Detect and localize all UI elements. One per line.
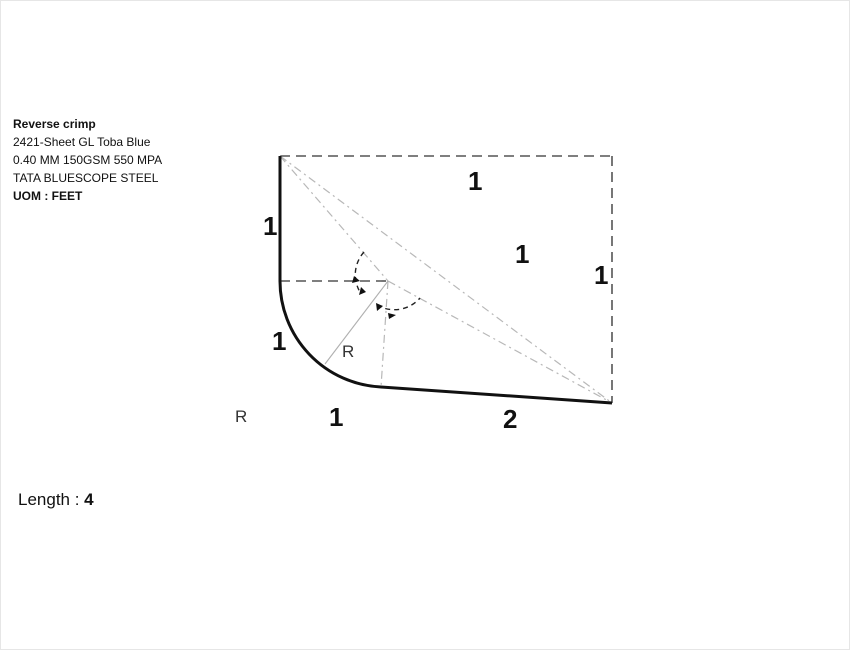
center-to-arc-end-line — [380, 280, 389, 388]
unit-of-measure: UOM : FEET — [13, 189, 83, 203]
arrowhead-icon — [376, 303, 383, 311]
product-name: 2421-Sheet GL Toba Blue — [13, 135, 151, 149]
diagonal-construction-line — [279, 155, 613, 404]
dim-center-diagonal: 1 — [515, 239, 529, 269]
dim-top-edge: 1 — [468, 166, 482, 196]
radius-line — [324, 280, 389, 365]
length-label: Length : — [18, 490, 85, 509]
material-grade: 0.40 MM 150GSM 550 MPA — [13, 153, 163, 167]
center-to-corner-line — [387, 280, 613, 404]
length-readout: Length : 4 — [18, 490, 94, 510]
dim-arc-side: 1 — [272, 326, 286, 356]
arrowhead-icon — [352, 276, 360, 283]
profile-title: Reverse crimp — [13, 117, 96, 131]
radius-label-inner: R — [342, 342, 354, 361]
brand-name: TATA BLUESCOPE STEEL — [13, 171, 159, 185]
arrowhead-icon — [388, 313, 396, 319]
dim-bottom-long: 2 — [503, 404, 517, 434]
radius-label-outer: R — [235, 407, 247, 426]
angle-arc-lower — [376, 297, 421, 311]
angle-arc-upper — [354, 251, 365, 293]
length-value: 4 — [84, 490, 94, 509]
dim-left-vertical: 1 — [263, 211, 277, 241]
sheet-profile-line — [278, 156, 613, 405]
dim-right-vertical: 1 — [594, 260, 608, 290]
spec-block: Reverse crimp 2421-Sheet GL Toba Blue 0.… — [13, 115, 162, 205]
arrowhead-icon — [359, 287, 366, 295]
diagonal-to-center-line — [279, 155, 389, 282]
dim-bottom-short: 1 — [329, 402, 343, 432]
